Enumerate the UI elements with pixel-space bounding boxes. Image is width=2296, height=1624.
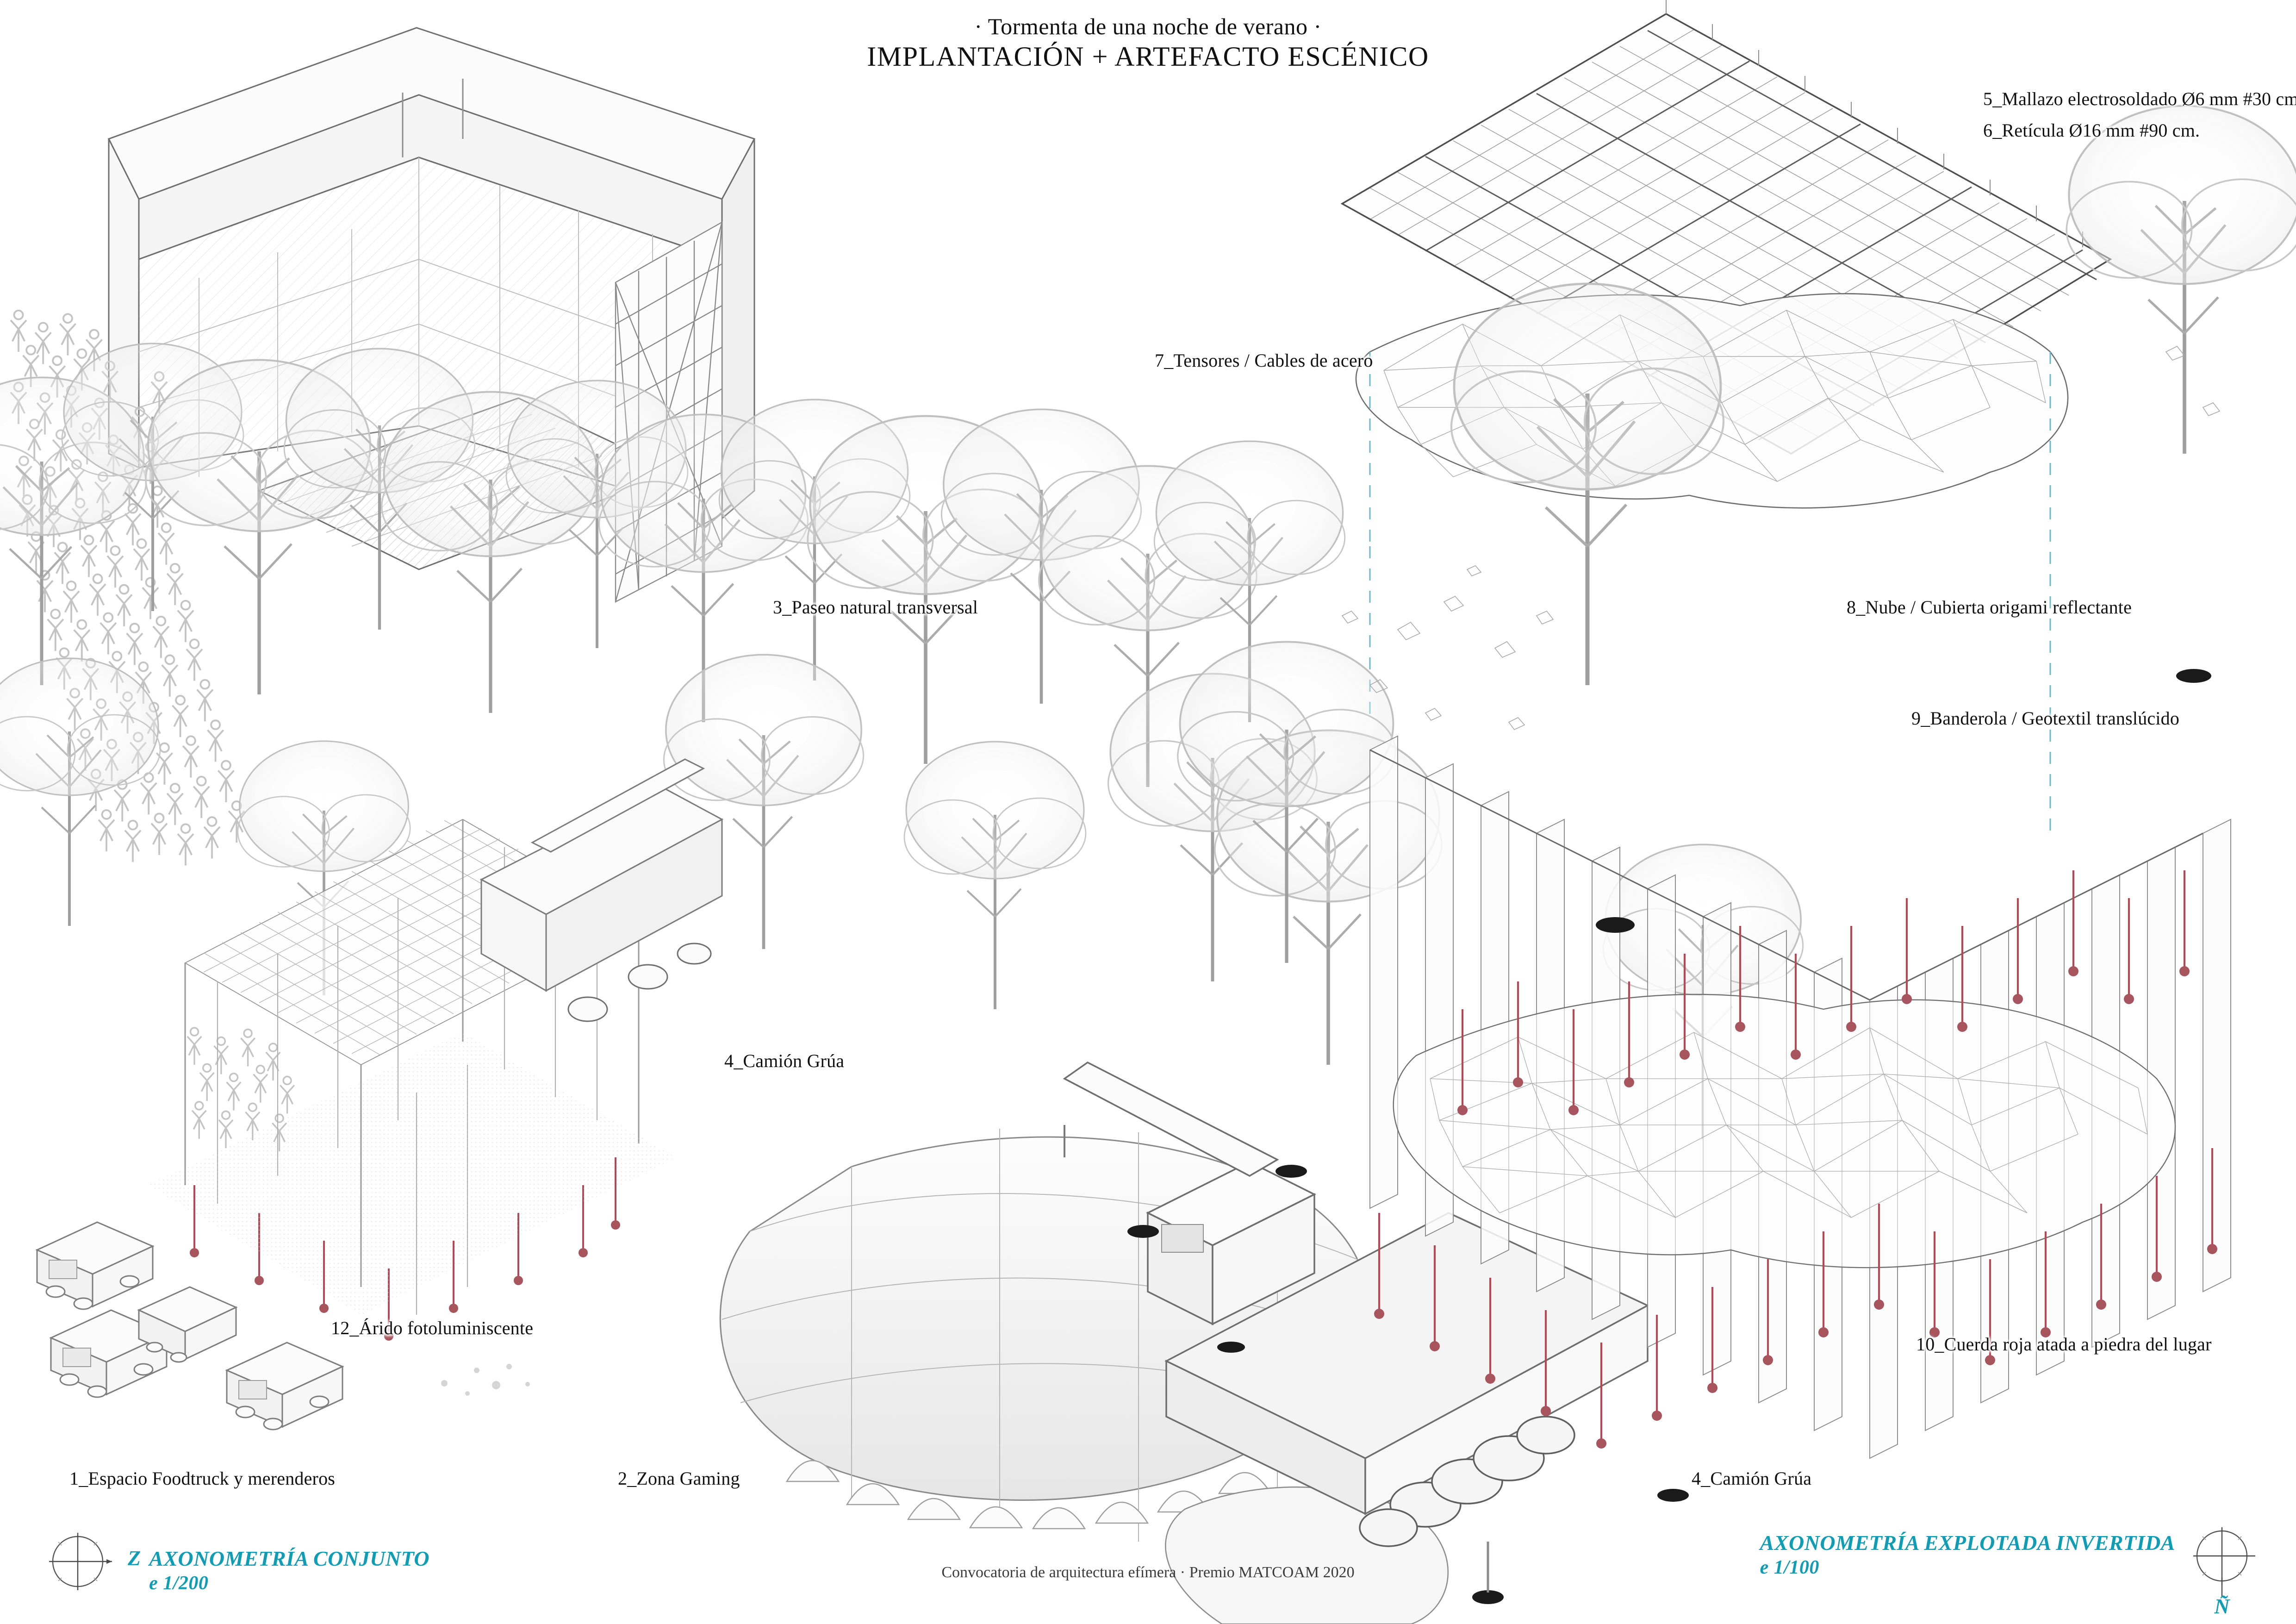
axis-letter-left: Z [128, 1546, 141, 1570]
photoluminescent-gravel [148, 1032, 676, 1396]
anchor-pads [1127, 669, 2211, 1502]
annotation-label-8: 8_Nube / Cubierta origami reflectante [1847, 597, 2132, 618]
annotation-label-7: 7_Tensores / Cables de acero [1155, 350, 1373, 371]
annotation-label-6: 6_Retícula Ø16 mm #90 cm. [1983, 120, 2200, 141]
legend-right-title: AXONOMETRÍA EXPLOTADA INVERTIDA [1760, 1531, 2175, 1555]
annotation-label-1: 1_Espacio Foodtruck y merenderos [69, 1468, 336, 1489]
crane-truck-left [479, 758, 724, 1022]
legend-left-title: AXONOMETRÍA CONJUNTO [149, 1547, 430, 1570]
legend-axonometria-explotada-invertida: AXONOMETRÍA EXPLOTADA INVERTIDA e 1/100 … [1760, 1527, 2257, 1618]
annotation-label-3: 3_Paseo natural transversal [773, 597, 978, 618]
crane-truck-center [1063, 1061, 1649, 1604]
layer-mesh-triangulated [1393, 993, 2176, 1268]
red-cords-right [1374, 870, 2217, 1449]
axis-letter-right: Ñ [2214, 1594, 2230, 1615]
flying-debris [1341, 345, 2221, 730]
annotation-label-5: 5_Mallazo electrosoldado Ø6 mm #30 cm. [1983, 88, 2296, 109]
compass-rose-right: Ñ [2187, 1527, 2257, 1618]
annotation-label-9: 9_Banderola / Geotextil translúcido [1911, 708, 2180, 729]
compass-rose-left [46, 1530, 116, 1602]
annotation-label-4b: 4_Camión Grúa [1692, 1468, 1812, 1489]
tensores-cables-acero [1369, 352, 2051, 833]
legend-right-scale: e 1/100 [1760, 1557, 1819, 1579]
annotation-label-12: 12_Árido fotoluminiscente [331, 1318, 534, 1338]
legend-axonometria-conjunto: Z AXONOMETRÍA CONJUNTO e 1/200 [46, 1530, 429, 1602]
legend-left-scale: e 1/200 [149, 1573, 209, 1594]
food-trucks [35, 1221, 344, 1430]
competition-credit: Convocatoria de arquitectura efímera · P… [941, 1564, 1355, 1581]
axonometry-explotada-invertida-group [1127, 0, 2296, 1502]
axonometry-conjunto-group [0, 27, 1649, 1624]
annotation-label-10: 10_Cuerda roja atada a piedra del lugar [1916, 1334, 2212, 1355]
annotation-label-2: 2_Zona Gaming [618, 1468, 740, 1489]
annotation-label-4a: 4_Camión Grúa [724, 1050, 845, 1071]
